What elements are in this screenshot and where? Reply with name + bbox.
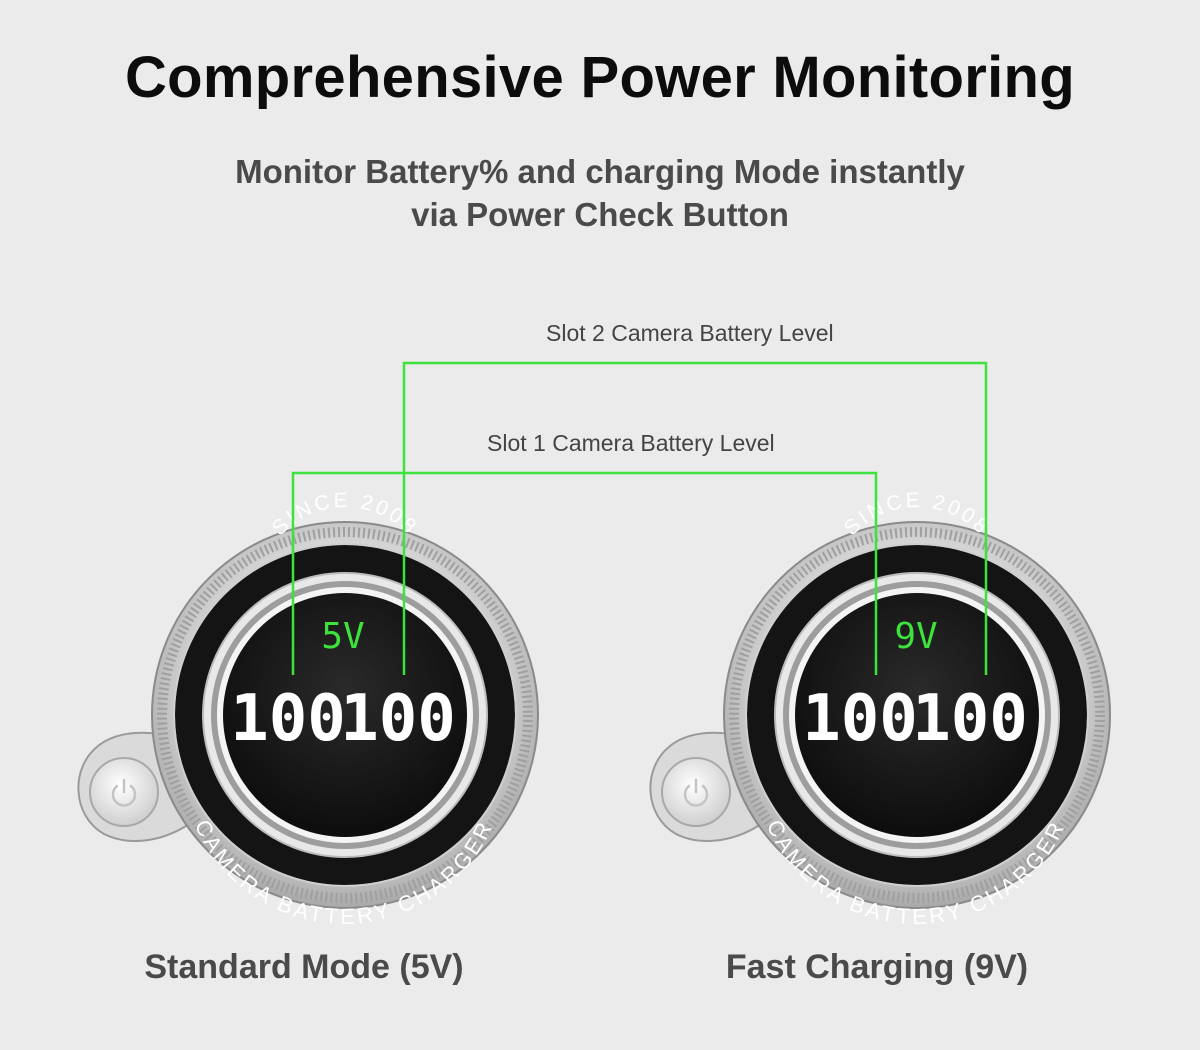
subtitle-line-2: via Power Check Button bbox=[411, 196, 789, 233]
subtitle-line-1: Monitor Battery% and charging Mode insta… bbox=[235, 153, 965, 190]
charger-device-fast: SINCE 2008 CAMERA BATTERY CHARGER 9V 100… bbox=[649, 489, 1111, 929]
power-icon bbox=[683, 778, 709, 807]
voltage-readout: 9V bbox=[894, 616, 937, 657]
charger-device-standard: SINCE 2008 CAMERA BATTERY CHARGER 5V 100… bbox=[77, 489, 539, 929]
slot1-level-readout: 100 bbox=[802, 682, 918, 756]
slot1-callout-label: Slot 1 Camera Battery Level bbox=[487, 430, 775, 456]
slot2-level-readout: 100 bbox=[912, 682, 1028, 756]
standard-mode-label: Standard Mode (5V) bbox=[144, 948, 464, 986]
power-check-button[interactable] bbox=[89, 757, 159, 827]
slot2-level-readout: 100 bbox=[340, 682, 456, 756]
slot1-callout-line bbox=[291, 471, 878, 675]
slot1-level-readout: 100 bbox=[230, 682, 346, 756]
power-check-button[interactable] bbox=[661, 757, 731, 827]
slot2-callout-label: Slot 2 Camera Battery Level bbox=[546, 320, 834, 346]
page-subtitle: Monitor Battery% and charging Mode insta… bbox=[0, 150, 1200, 236]
fast-charging-label: Fast Charging (9V) bbox=[725, 948, 1029, 986]
power-icon bbox=[111, 778, 137, 807]
page-title: Comprehensive Power Monitoring bbox=[125, 45, 1075, 110]
voltage-readout: 5V bbox=[321, 616, 364, 657]
slot2-callout-line bbox=[402, 361, 988, 675]
